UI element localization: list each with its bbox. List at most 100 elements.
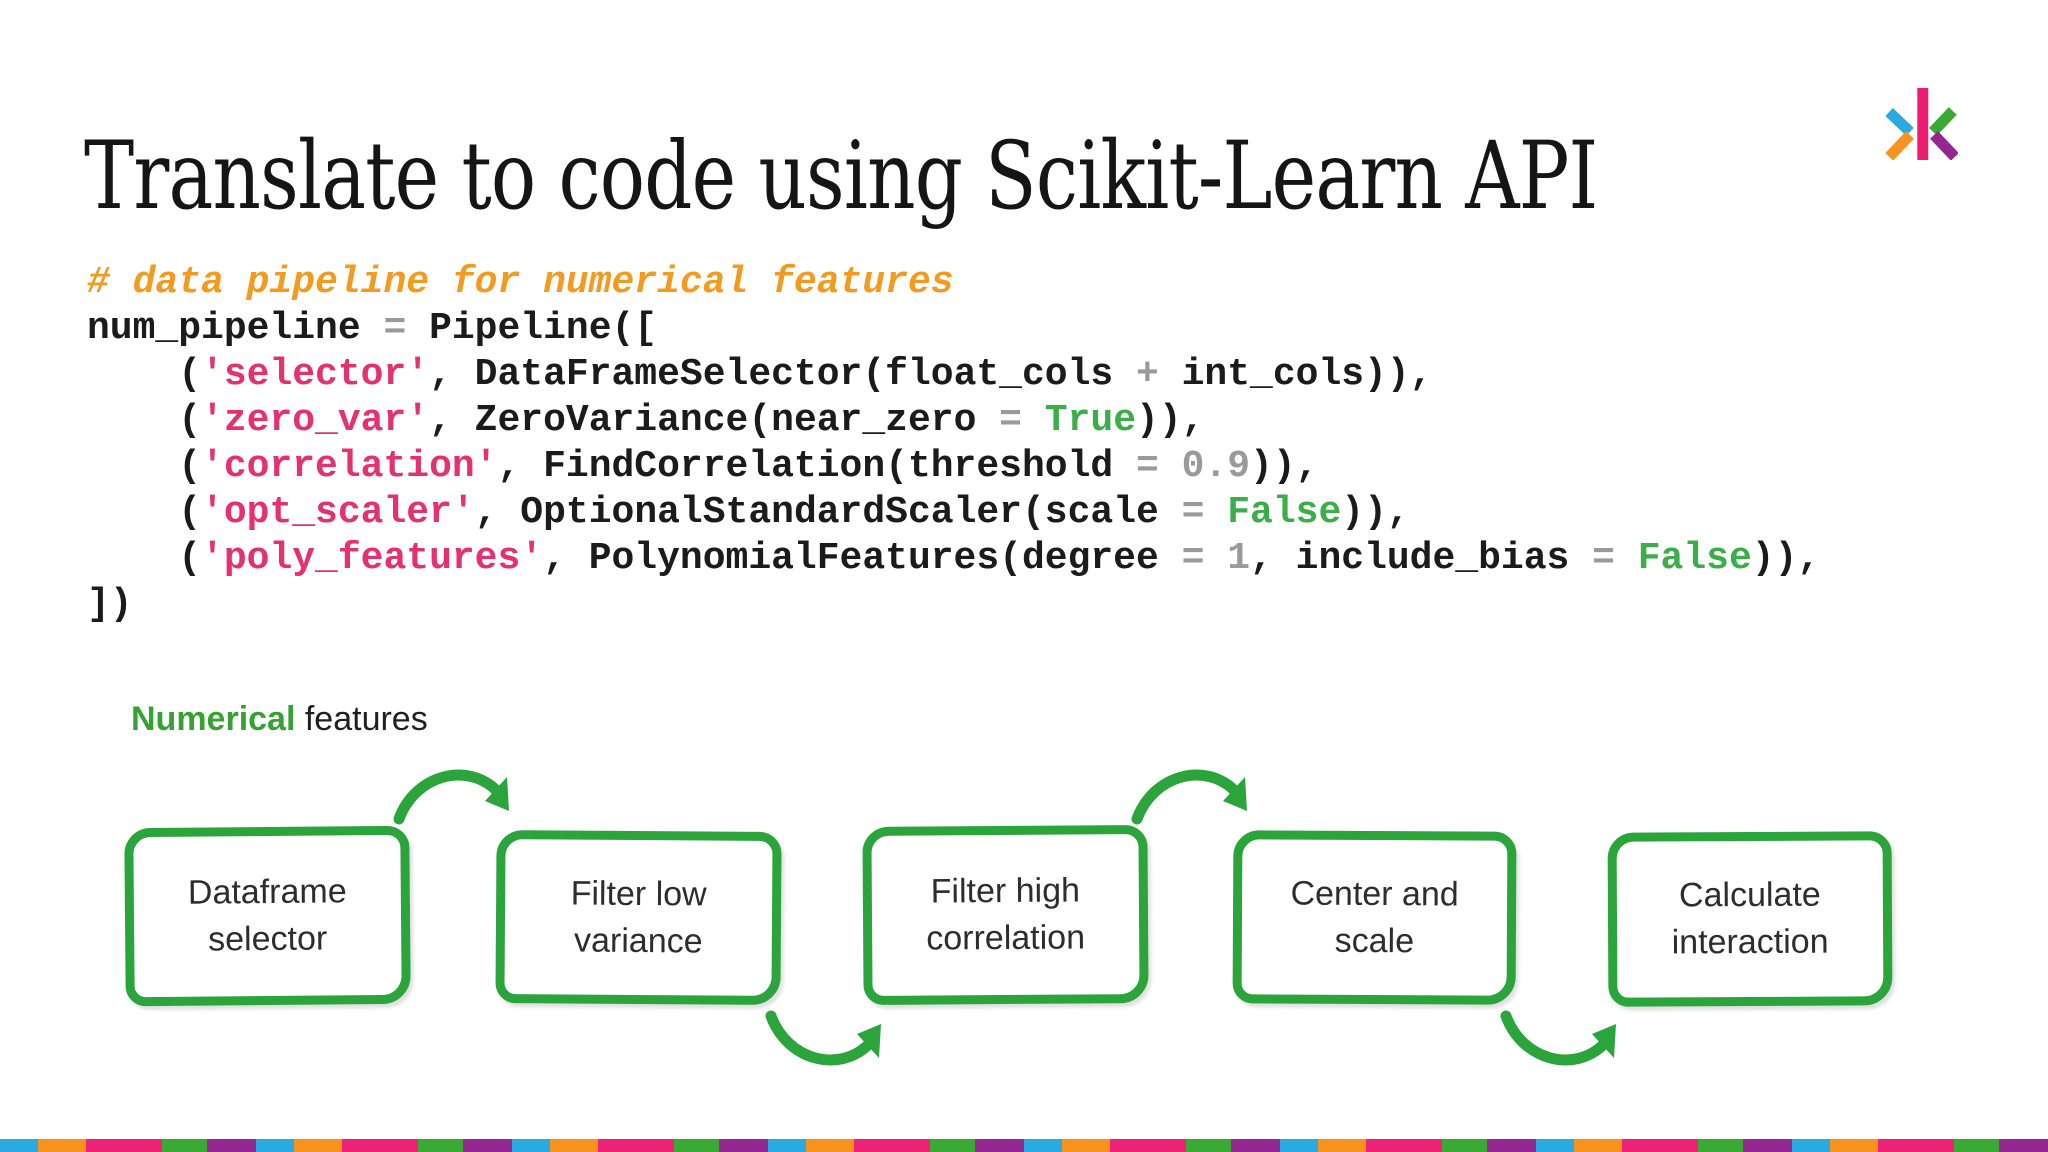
stripe-block <box>550 1139 598 1152</box>
flow-box-label: Filter high correlation <box>926 867 1085 962</box>
code-token: , ZeroVariance(near_zero <box>429 399 1000 442</box>
code-token: False <box>1637 537 1752 580</box>
code-token <box>1615 537 1638 580</box>
flow-box-calculate-interaction: Calculate interaction <box>1607 831 1893 1007</box>
stripe-block <box>1110 1139 1186 1152</box>
stripe-block <box>1318 1139 1366 1152</box>
code-token: = <box>1181 537 1205 580</box>
code-token: True <box>1044 399 1137 442</box>
stripe-block <box>1186 1139 1231 1152</box>
stripe-block <box>674 1139 719 1152</box>
code-token <box>1159 445 1182 488</box>
stripe-block <box>1280 1139 1318 1152</box>
code-token: )), <box>1250 445 1319 488</box>
code-token: + <box>1136 353 1159 396</box>
stripe-block <box>1231 1139 1280 1152</box>
stripe-block <box>294 1139 342 1152</box>
flow-box-label-line1: Dataframe <box>187 872 347 912</box>
code-token: ( <box>87 353 202 396</box>
code-token: ( <box>87 399 202 442</box>
code-token: , OptionalStandardScaler(scale <box>474 491 1182 534</box>
code-token: ( <box>87 445 202 488</box>
code-token: ( <box>87 537 202 580</box>
curved-arrow-icon <box>393 769 509 825</box>
code-token: num_pipeline <box>87 307 384 350</box>
code-token: 1 <box>1227 537 1251 580</box>
stripe-block <box>1487 1139 1536 1152</box>
code-token: )), <box>1751 537 1821 580</box>
stripe-block <box>1792 1139 1830 1152</box>
code-token: = <box>383 307 407 350</box>
flow-box-label-line1: Center and <box>1290 874 1459 913</box>
stripe-block <box>1878 1139 1954 1152</box>
flow-box-filter-low-variance: Filter low variance <box>495 830 782 1005</box>
code-line: num_pipeline = Pipeline([ <box>87 306 1820 352</box>
stripe-block <box>1536 1139 1574 1152</box>
flow-box-filter-high-correlation: Filter high correlation <box>862 825 1149 1005</box>
code-token: = <box>1592 537 1615 580</box>
stripe-block <box>1698 1139 1743 1152</box>
stripe-block <box>854 1139 930 1152</box>
stripe-block <box>930 1139 975 1152</box>
stripe-block <box>162 1139 207 1152</box>
flow-box-label: Center and scale <box>1290 870 1459 965</box>
flow-box-center-and-scale: Center and scale <box>1232 830 1517 1005</box>
stripe-block <box>1062 1139 1110 1152</box>
code-token <box>1204 491 1227 534</box>
code-token: 'opt_scaler' <box>201 491 475 534</box>
code-token: , include_bias <box>1250 537 1593 580</box>
flow-box-label-line2: selector <box>207 919 328 959</box>
section-label-highlight: Numerical <box>131 700 296 738</box>
code-token: 0.9 <box>1181 445 1251 488</box>
stripe-block <box>86 1139 162 1152</box>
stripe-block <box>0 1139 38 1152</box>
code-token: int_cols)), <box>1158 353 1433 396</box>
section-label-rest: features <box>295 700 428 738</box>
curved-arrow-icon <box>1131 769 1247 825</box>
code-token: , DataFrameSelector(float_cols <box>429 353 1136 396</box>
curved-arrow-icon <box>765 1010 881 1066</box>
code-line: ('zero_var', ZeroVariance(near_zero = Tr… <box>87 398 1820 444</box>
flow-box-label-line1: Filter high <box>930 871 1081 911</box>
stripe-block <box>598 1139 674 1152</box>
code-token: , FindCorrelation(threshold <box>497 445 1136 488</box>
code-line: ('correlation', FindCorrelation(threshol… <box>87 444 1820 490</box>
flow-box-label: Calculate interaction <box>1671 872 1829 967</box>
code-token: ( <box>87 491 202 534</box>
stripe-block <box>1622 1139 1698 1152</box>
code-token: ]) <box>87 583 133 626</box>
flow-box-label-line2: interaction <box>1671 922 1829 962</box>
curved-arrow-icon <box>1500 1010 1616 1066</box>
stripe-block <box>719 1139 768 1152</box>
code-line: # data pipeline for numerical features <box>87 260 1820 306</box>
code-token: )), <box>1341 491 1410 534</box>
stripe-block <box>38 1139 86 1152</box>
stripe-block <box>975 1139 1024 1152</box>
code-token: 'selector' <box>201 353 430 396</box>
flow-box-label-line2: scale <box>1334 921 1415 960</box>
code-token: 'correlation' <box>201 445 498 488</box>
stripe-block <box>1830 1139 1878 1152</box>
code-token <box>1204 537 1227 580</box>
brand-k-logo-icon <box>1886 88 1958 160</box>
code-line: ('selector', DataFrameSelector(float_col… <box>87 352 1820 398</box>
stripe-block <box>418 1139 463 1152</box>
code-token: 'poly_features' <box>201 537 544 580</box>
flow-box-label-line1: Calculate <box>1678 875 1821 915</box>
flow-box-label: Dataframe selector <box>188 868 348 963</box>
stripe-block <box>806 1139 854 1152</box>
stripe-block <box>1366 1139 1442 1152</box>
code-token: , PolynomialFeatures(degree <box>543 537 1182 580</box>
code-token: = <box>1136 445 1159 488</box>
code-token: )), <box>1136 399 1205 442</box>
code-token: 'zero_var' <box>201 399 430 442</box>
page-title: Translate to code using Scikit-Learn API <box>84 122 1598 231</box>
stripe-block <box>1743 1139 1792 1152</box>
stripe-block <box>463 1139 512 1152</box>
flow-box-label-line2: variance <box>573 921 703 960</box>
stripe-block <box>768 1139 806 1152</box>
stripe-block <box>256 1139 294 1152</box>
stripe-block <box>1999 1139 2048 1152</box>
stripe-block <box>512 1139 550 1152</box>
